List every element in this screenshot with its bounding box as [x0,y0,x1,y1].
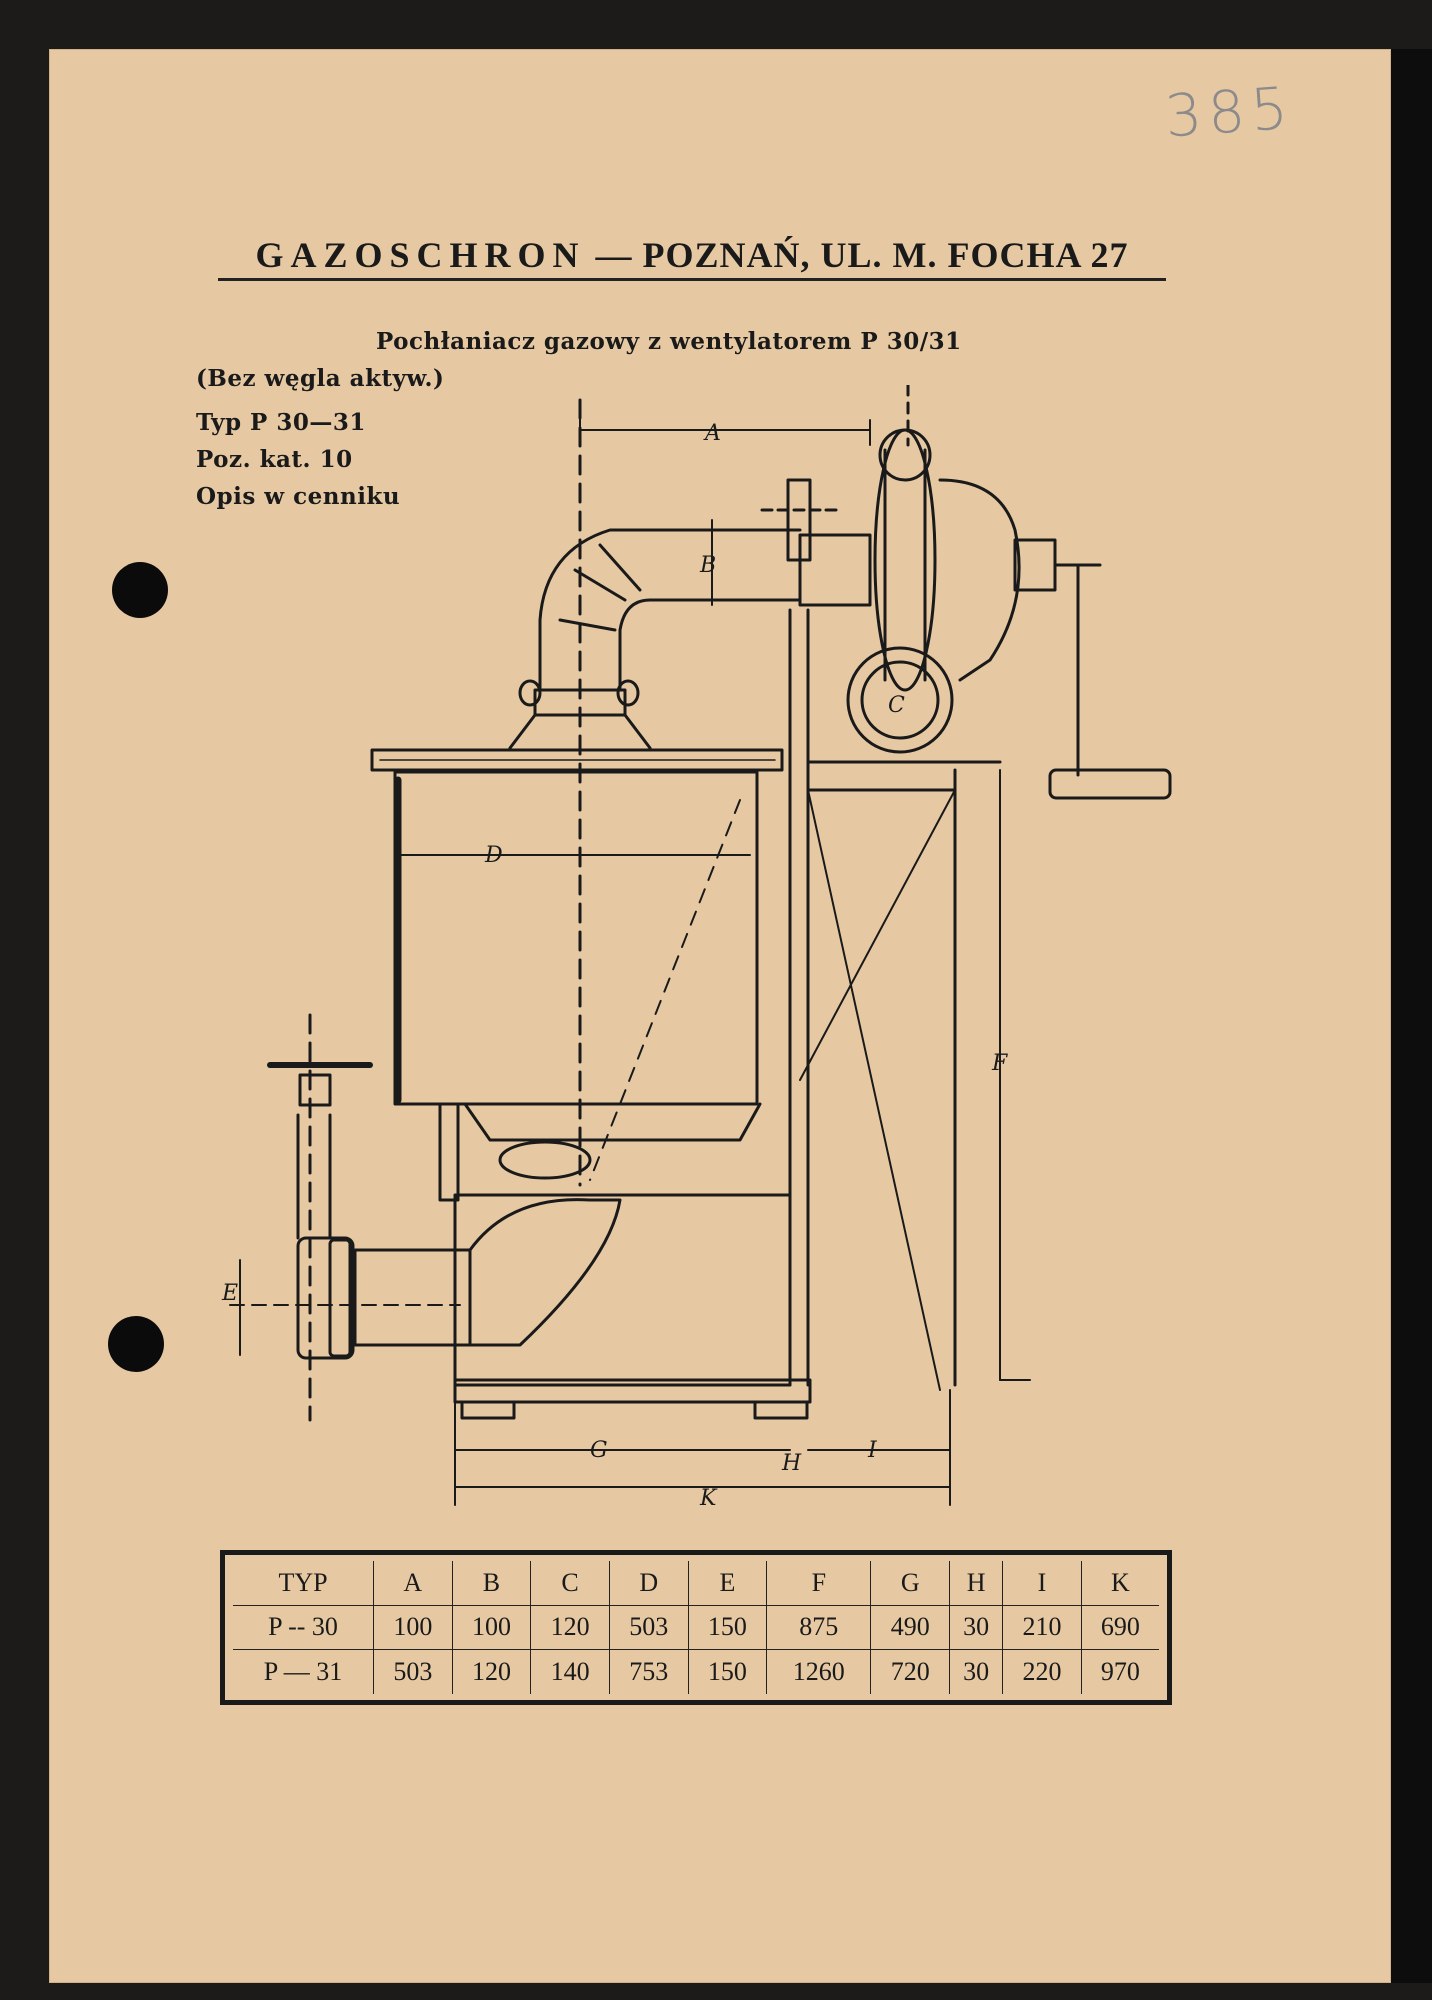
table-cell: 503 [373,1649,453,1694]
lower-elbow [468,1198,622,1347]
dim-label-c: C [888,693,905,718]
table-header-row: TYP A B C D E F G H I K [233,1561,1159,1606]
note-description: Opis w cenniku [196,483,401,510]
table-cell: 503 [608,1604,689,1650]
table-header-cell: H [949,1561,1003,1606]
table-header-cell: E [687,1561,767,1606]
dim-label-i: I [867,1438,878,1463]
header-address: POZNAŃ, UL. M. FOCHA 27 [642,235,1129,275]
table-header-cell: I [1002,1561,1082,1606]
table-row: P -- 30 100 100 120 503 150 875 490 30 2… [233,1604,1159,1650]
note-no-carbon: (Bez węgla aktyw.) [196,365,445,392]
table-header-cell: TYP [278,1567,328,1597]
table-cell: 220 [1002,1649,1082,1694]
table-cell: 30 [949,1604,1003,1650]
hand-crank [1048,768,1172,800]
table-cell: 210 [1002,1604,1082,1650]
table-header-cell: F [766,1561,871,1606]
table-header-cell: A [373,1561,453,1606]
dim-label-b: B [699,553,716,578]
punch-hole-bottom [108,1316,164,1372]
bottom-cone [463,1102,762,1142]
page-header: GAZOSCHRON — POZNAŃ, UL. M. FOCHA 27 [218,234,1166,281]
dim-label-f: F [991,1051,1008,1076]
table-cell: 120 [451,1649,531,1694]
dim-label-h: H [781,1451,802,1476]
table-cell: 753 [608,1649,689,1694]
table-cell: 100 [373,1604,453,1650]
table-cell: 970 [1080,1649,1159,1694]
table-header-cell: K [1080,1561,1159,1606]
header-separator: — [595,235,633,275]
dim-label-a: A [703,421,721,446]
dim-label-k: K [699,1486,718,1511]
base-box [453,1193,792,1387]
technical-drawing: A B C D E F G H I K [221,385,1172,1511]
table-cell: 690 [1080,1604,1159,1650]
dim-label-g: G [590,1438,608,1463]
dimension-table: TYP A B C D E F G H I K P -- 30 100 100 … [220,1550,1172,1705]
page-number: 385 [1162,73,1296,151]
brand-name: GAZOSCHRON [255,235,586,275]
document-title: Pochłaniacz gazowy z wentylatorem P 30/3… [376,328,962,355]
table-header-cell: D [608,1561,689,1606]
table-cell: 720 [870,1649,950,1694]
table-header-cell: G [870,1561,950,1606]
table-cell: 140 [530,1649,610,1694]
table-cell: 120 [530,1604,610,1650]
table-cell: 490 [870,1604,950,1650]
table-cell: 100 [451,1604,531,1650]
dim-label-d: D [484,843,503,868]
table-cell: 150 [687,1604,767,1650]
absorber-tank [393,770,759,1106]
elbow-pipe [538,528,802,692]
table-cell: 875 [766,1604,871,1650]
tank-lid [370,748,784,772]
dim-label-e: E [221,1281,238,1306]
table-cell: P — 31 [233,1649,374,1694]
punch-hole-top [112,562,168,618]
table-cell: P -- 30 [233,1604,374,1650]
motor [846,646,954,754]
outlet-pipe [353,1248,472,1347]
table-row: P — 31 503 120 140 753 150 1260 720 30 2… [233,1649,1159,1694]
note-type: Typ P 30—31 [196,409,366,436]
table-cell: 30 [949,1649,1003,1694]
fan-inlet [798,533,872,607]
note-catalog-position: Poz. kat. 10 [196,446,353,473]
table-header-cell: C [530,1561,610,1606]
scan-edge [1391,49,1432,1983]
table-cell: 1260 [766,1649,871,1694]
table-header-cell: B [451,1561,531,1606]
table-cell: 150 [687,1649,767,1694]
